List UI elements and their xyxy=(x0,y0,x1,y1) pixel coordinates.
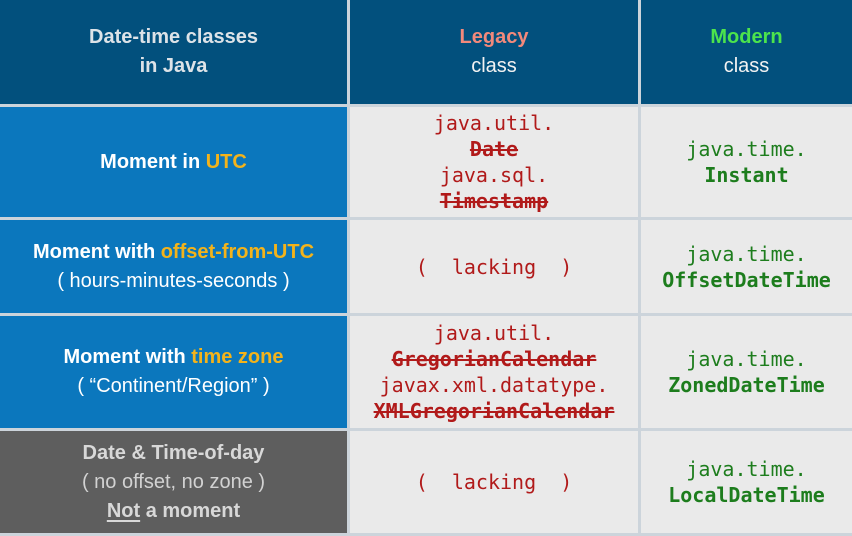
row-label-moment-in-utc: Moment in UTC xyxy=(0,107,347,217)
label-highlight: offset-from-UTC xyxy=(160,240,315,263)
legacy-class-strikethrough: Timestamp xyxy=(439,189,549,213)
header-cell-legacy: Legacy class xyxy=(350,0,638,104)
modern-package: java.time. xyxy=(686,241,807,266)
modern-package: java.time. xyxy=(686,347,807,371)
legacy-cell-moment-with-offset: ( lacking ) xyxy=(350,220,638,313)
legacy-package: java.util. xyxy=(433,321,555,345)
legacy-class-strikethrough: XMLGregorianCalendar xyxy=(373,399,615,423)
label-prefix: Moment with xyxy=(63,346,192,368)
legacy-cell-moment-in-utc: java.util. Date java.sql. Timestamp xyxy=(350,107,638,217)
legacy-cell-moment-with-zone: java.util. GregorianCalendar javax.xml.d… xyxy=(350,316,638,428)
row-label-subtext: ( hours-minutes-seconds ) xyxy=(57,269,290,292)
modern-column-sublabel: class xyxy=(723,55,770,77)
row-label-subtext: ( no offset, no zone ) xyxy=(81,470,266,493)
row-label-text: Moment with time zone xyxy=(63,343,283,372)
modern-cell-moment-with-zone: java.time. ZonedDateTime xyxy=(641,316,852,428)
modern-class: ZonedDateTime xyxy=(668,373,825,397)
modern-package: java.time. xyxy=(686,137,807,161)
row-label-text: Moment in UTC xyxy=(100,148,247,177)
modern-column-label: Modern xyxy=(710,26,783,48)
legacy-package: javax.xml.datatype. xyxy=(379,373,609,397)
modern-package: java.time. xyxy=(686,457,807,481)
row-label-moment-with-zone: Moment with time zone ( “Continent/Regio… xyxy=(0,316,347,428)
label-prefix: Moment with xyxy=(32,240,161,263)
legacy-column-label: Legacy xyxy=(459,26,529,48)
lacking-text: ( lacking ) xyxy=(415,254,573,279)
lacking-text: ( lacking ) xyxy=(415,470,573,494)
legacy-column-sublabel: class xyxy=(471,55,517,77)
note-rest: a moment xyxy=(140,499,241,522)
table-title-line2: in Java xyxy=(139,55,208,77)
row-label-note: Not a moment xyxy=(107,497,240,526)
label-prefix: Moment in xyxy=(100,150,206,173)
row-label-text: Date & Time-of-day xyxy=(82,441,265,464)
row-label-date-time-of-day: Date & Time-of-day ( no offset, no zone … xyxy=(0,431,347,533)
modern-cell-date-time-of-day: java.time. LocalDateTime xyxy=(641,431,852,533)
legacy-class-strikethrough: GregorianCalendar xyxy=(391,347,597,371)
not-underlined: Not xyxy=(106,499,141,522)
legacy-class-strikethrough: Date xyxy=(469,137,519,161)
modern-class: Instant xyxy=(704,163,789,187)
label-highlight: time zone xyxy=(191,346,284,368)
modern-cell-moment-with-offset: java.time. OffsetDateTime xyxy=(641,220,852,313)
modern-cell-moment-in-utc: java.time. Instant xyxy=(641,107,852,217)
header-cell-title: Date-time classes in Java xyxy=(0,0,347,104)
header-cell-modern: Modern class xyxy=(641,0,852,104)
row-label-moment-with-offset: Moment with offset-from-UTC ( hours-minu… xyxy=(0,220,347,313)
row-label-subtext: ( “Continent/Region” ) xyxy=(77,375,270,397)
legacy-cell-date-time-of-day: ( lacking ) xyxy=(350,431,638,533)
row-label-text: Moment with offset-from-UTC xyxy=(33,238,314,267)
table-title-line1: Date-time classes xyxy=(89,26,258,48)
legacy-package: java.sql. xyxy=(439,163,549,187)
legacy-package: java.util. xyxy=(433,111,555,135)
label-highlight: UTC xyxy=(205,150,247,173)
modern-class: OffsetDateTime xyxy=(662,267,831,292)
modern-class: LocalDateTime xyxy=(668,483,825,507)
